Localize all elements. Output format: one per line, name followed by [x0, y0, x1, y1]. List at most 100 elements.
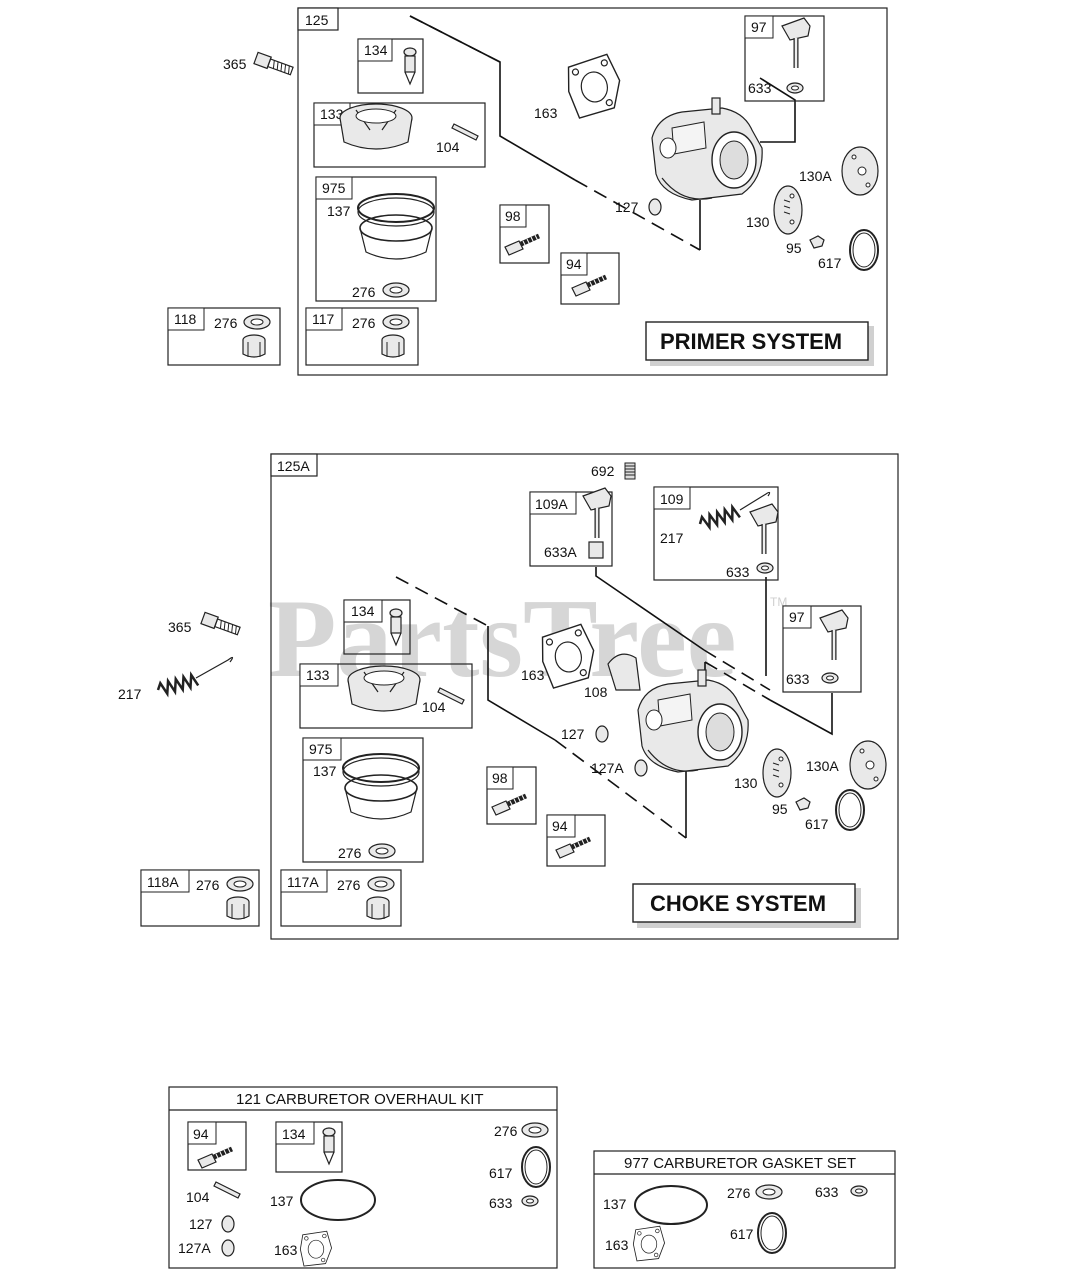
primer-bulb-icon — [322, 1127, 336, 1165]
nut-icon — [226, 896, 250, 920]
choke-box-975-label: 975 — [309, 741, 333, 757]
overhaul-kit-panel: 121 CARBURETOR OVERHAUL KIT 94 134 276 6… — [168, 1086, 558, 1269]
choke-label-127: 127 — [561, 726, 585, 742]
gasket-set-title: 977 CARBURETOR GASKET SET — [624, 1155, 856, 1172]
primer-box-98-label: 98 — [505, 208, 521, 224]
oring-617-icon — [521, 1146, 551, 1188]
gasket-137-icon — [300, 1179, 376, 1221]
oring-617-icon — [835, 789, 865, 831]
kit-label-137: 137 — [270, 1193, 294, 1209]
screw-95-icon — [795, 797, 811, 811]
watermark: PartsTree TM — [268, 577, 787, 701]
gasket-163-icon — [562, 52, 626, 120]
bolt-icon — [253, 51, 295, 78]
mixture-screw-icon — [198, 1148, 232, 1168]
choke-label-276: 276 — [338, 845, 362, 861]
nut-icon — [381, 334, 405, 358]
choke-system-panel: 125A 692 109A 633A 109 217 633 3 — [118, 453, 899, 940]
choke-label-108: 108 — [584, 684, 608, 700]
washer-633-icon — [786, 82, 804, 94]
pin-icon — [213, 1181, 241, 1199]
gasket-137-icon — [357, 193, 435, 260]
washer-icon — [382, 282, 410, 298]
primer-label-127: 127 — [615, 199, 639, 215]
primer-box-117-label: 117 — [312, 311, 335, 327]
choke-label-163: 163 — [521, 667, 545, 683]
washer-icon — [226, 876, 254, 892]
overhaul-kit-title: 121 CARBURETOR OVERHAUL KIT — [236, 1091, 484, 1108]
fuel-bowl-icon — [347, 665, 421, 712]
primer-label-117-276: 276 — [352, 315, 376, 331]
set-label-137: 137 — [603, 1196, 627, 1212]
link-spring-icon — [155, 672, 200, 698]
plug-127a-icon — [634, 759, 648, 777]
plug-127a-icon — [221, 1239, 235, 1257]
primer-label-163: 163 — [534, 105, 558, 121]
primer-bulb-icon — [403, 47, 417, 85]
choke-box-109-label: 109 — [660, 491, 684, 507]
set-label-276: 276 — [727, 1185, 751, 1201]
plug-127-icon — [595, 725, 609, 743]
kit-label-276: 276 — [494, 1123, 518, 1139]
choke-box-97-label: 97 — [789, 609, 805, 625]
washer-icon — [521, 1122, 549, 1138]
choke-label-117a-276: 276 — [337, 877, 361, 893]
primer-label-118-276: 276 — [214, 315, 238, 331]
choke-box-98-label: 98 — [492, 770, 508, 786]
throttle-shaft-icon — [782, 18, 810, 68]
choke-box-133-label: 133 — [306, 667, 330, 683]
choke-spring-icon — [696, 504, 742, 531]
primer-box-118-label: 118 — [174, 311, 197, 327]
gasket-163-icon — [632, 1225, 665, 1262]
nut-icon — [242, 334, 266, 358]
washer-icon — [382, 314, 410, 330]
choke-lever-icon — [750, 504, 778, 554]
choke-label-217: 217 — [660, 530, 684, 546]
carburetor-icon — [651, 97, 763, 201]
plate-130a-icon — [841, 146, 879, 196]
watermark-text: PartsTree — [268, 577, 737, 701]
washer-icon — [755, 1184, 783, 1200]
washer-icon — [368, 843, 396, 859]
primer-assembly-number: 125 — [305, 12, 329, 28]
oring-617-icon — [757, 1212, 787, 1254]
primer-label-633: 633 — [748, 80, 772, 96]
throttle-shaft-icon — [820, 610, 848, 660]
set-label-163: 163 — [605, 1237, 629, 1253]
plate-130-icon — [762, 748, 792, 798]
primer-box-97-label: 97 — [751, 19, 767, 35]
set-label-633: 633 — [815, 1184, 839, 1200]
kit-label-127a: 127A — [178, 1240, 211, 1256]
primer-label-130: 130 — [746, 214, 770, 230]
choke-label-365: 365 — [168, 619, 192, 635]
primer-label-617: 617 — [818, 255, 842, 271]
choke-assembly-number: 125A — [277, 458, 310, 474]
kit-label-127: 127 — [189, 1216, 213, 1232]
choke-system-label: CHOKE SYSTEM — [650, 891, 826, 916]
primer-label-276: 276 — [352, 284, 376, 300]
plug-127-icon — [648, 198, 662, 216]
primer-box-134-label: 134 — [364, 42, 388, 58]
primer-label-137: 137 — [327, 203, 351, 219]
washer-633-icon — [821, 672, 839, 684]
choke-label-127a: 127A — [591, 760, 624, 776]
nut-icon — [366, 896, 390, 920]
primer-label-104: 104 — [436, 139, 460, 155]
primer-label-130a: 130A — [799, 168, 832, 184]
kit-box-94-label: 94 — [193, 1126, 209, 1142]
choke-label-137: 137 — [313, 763, 337, 779]
idle-screw-icon — [505, 235, 539, 255]
bolt-icon — [200, 611, 242, 638]
choke-label-95: 95 — [772, 801, 788, 817]
choke-label-633: 633 — [726, 564, 750, 580]
gasket-163-icon — [299, 1230, 332, 1267]
choke-label-118a-276: 276 — [196, 877, 220, 893]
mixture-screw-icon — [572, 276, 606, 296]
mixture-screw-icon — [556, 838, 590, 858]
plate-130-icon — [773, 185, 803, 235]
washer-icon — [243, 314, 271, 330]
choke-label-617: 617 — [805, 816, 829, 832]
washer-icon — [367, 876, 395, 892]
kit-label-617: 617 — [489, 1165, 513, 1181]
fuel-bowl-icon — [339, 103, 413, 150]
